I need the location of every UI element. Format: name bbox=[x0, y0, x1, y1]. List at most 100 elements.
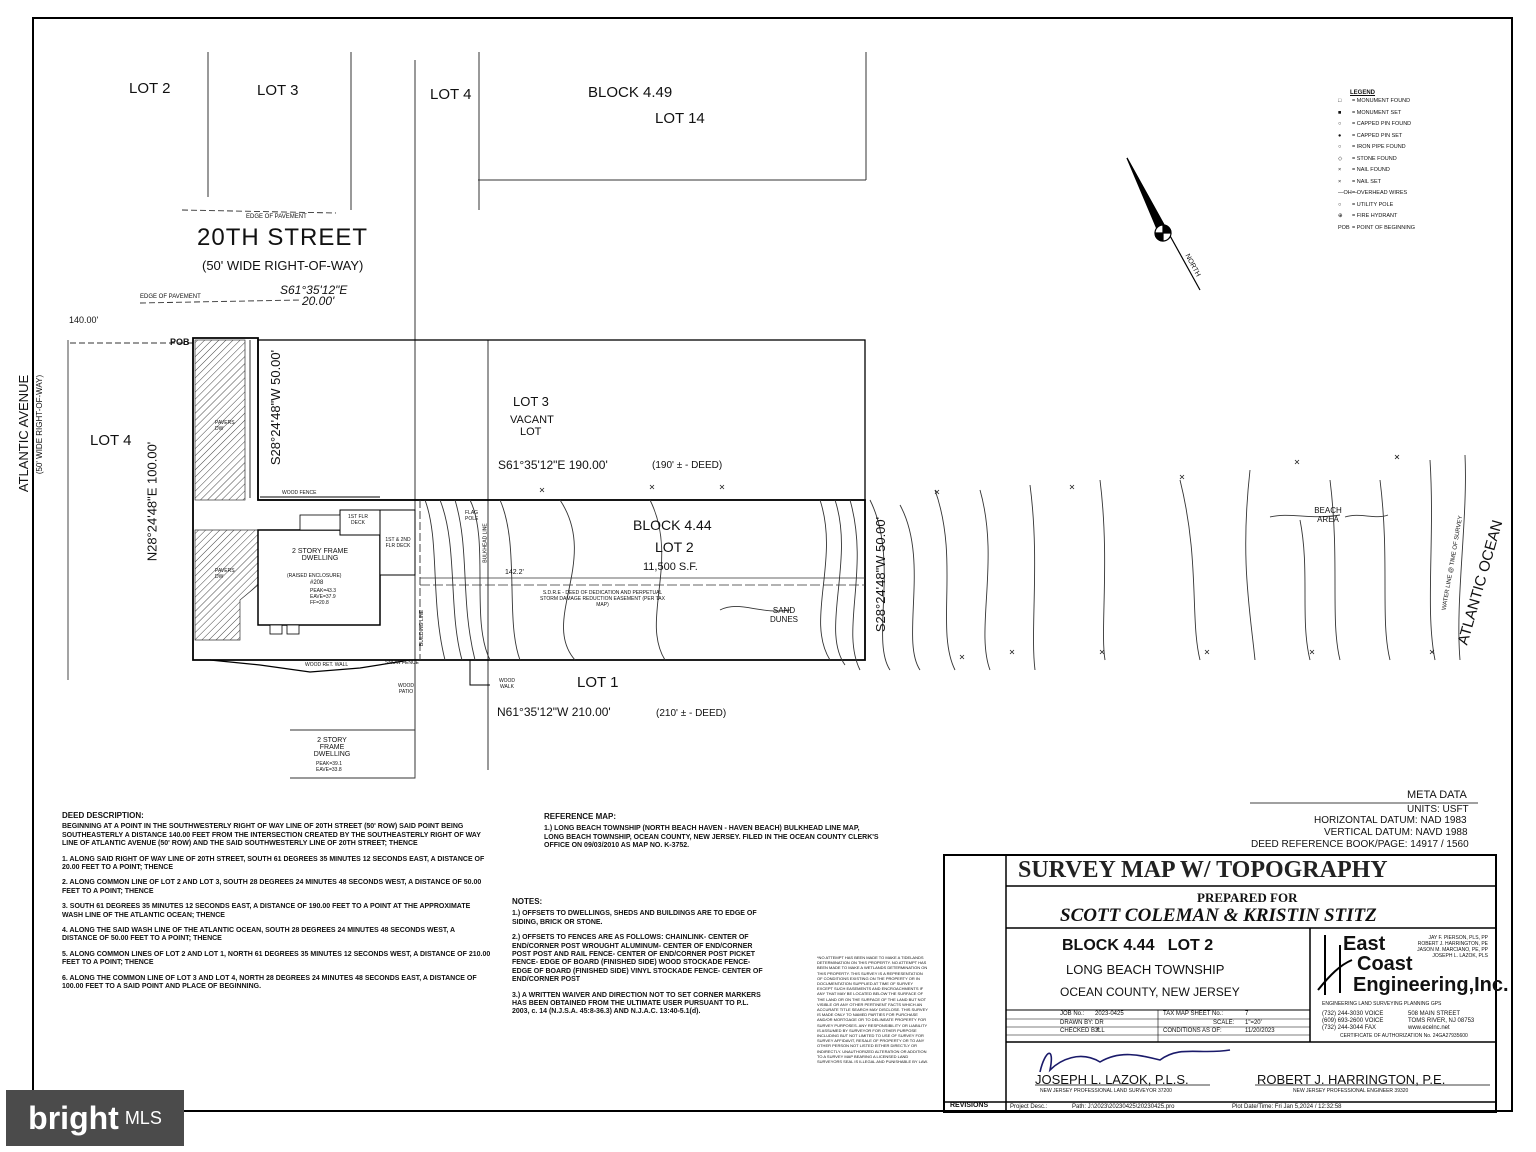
legend: LEGEND □= MONUMENT FOUND■= MONUMENT SET○… bbox=[1338, 90, 1415, 234]
atlantic-avenue-row-label: (50' WIDE RIGHT-OF-WAY) bbox=[35, 374, 45, 475]
block-444-label: BLOCK 4.44 bbox=[633, 517, 712, 533]
company-address-line: 508 MAIN STREET bbox=[1408, 1011, 1461, 1017]
stairs bbox=[299, 514, 341, 531]
company-person: JAY F. PIERSON, PLS, PP bbox=[1428, 935, 1488, 941]
company-services: ENGINEERING LAND SURVEYING PLANNING GPS bbox=[1322, 1001, 1442, 1007]
lot-4-left-label: LOT 4 bbox=[90, 432, 132, 449]
legend-symbol: ■ bbox=[1338, 109, 1342, 116]
legend-item: POB= POINT OF BEGINNING bbox=[1338, 223, 1415, 235]
title-block-title: SURVEY MAP W/ TOPOGRAPHY bbox=[1018, 857, 1388, 883]
legend-item: ×= NAIL FOUND bbox=[1338, 165, 1415, 177]
legend-item: ○ = IRON PIPE FOUND bbox=[1338, 142, 1415, 154]
conditions-label: CONDITIONS AS OF: bbox=[1163, 1028, 1222, 1034]
deck-upper bbox=[379, 509, 416, 576]
deed-paragraph: 4. ALONG THE SAID WASH LINE OF THE ATLAN… bbox=[62, 927, 455, 943]
south-dwelling-outline bbox=[290, 729, 416, 779]
job-no-value: 2023-0425 bbox=[1095, 1011, 1124, 1017]
title-block-frame bbox=[943, 854, 1497, 1113]
note-3: 3.) A WRITTEN WAIVER AND DIRECTION NOT T… bbox=[512, 991, 761, 1016]
township-label: LONG BEACH TOWNSHIP bbox=[1066, 962, 1225, 977]
deed-paragraph: 3. SOUTH 61 DEGREES 35 MINUTES 12 SECOND… bbox=[62, 903, 471, 919]
legend-text: = IRON PIPE FOUND bbox=[1352, 144, 1406, 150]
snow-fence-label: SNOW FENCE bbox=[385, 660, 419, 666]
ret-wall-tie bbox=[469, 660, 490, 686]
deed-paragraph: 5. ALONG COMMON LINES OF LOT 2 AND LOT 1… bbox=[62, 950, 491, 967]
legend-text: = POINT OF BEGINNING bbox=[1352, 224, 1416, 231]
east-short-bearing: S28°24'48"W 50.00' bbox=[268, 349, 284, 466]
surveyor-name: JOSEPH L. LAZOK, P.L.S. bbox=[1035, 1072, 1189, 1087]
disclaimer: *NO ATTEMPT HAS BEEN MADE TO MAKE A TIDE… bbox=[817, 955, 929, 1065]
note-2: 2.) OFFSETS TO FENCES ARE AS FOLLOWS: CH… bbox=[512, 934, 763, 984]
checked-value: JLL bbox=[1095, 1028, 1105, 1034]
company-cert: CERTIFICATE OF AUTHORIZATION No. 24GA279… bbox=[1340, 1033, 1468, 1039]
scale-label: SCALE: bbox=[1213, 1020, 1235, 1026]
north-arrow bbox=[1126, 157, 1201, 291]
checked-label: CHECKED BY: bbox=[1060, 1028, 1101, 1034]
company-address-line: TOMS RIVER, NJ 08753 bbox=[1408, 1018, 1475, 1024]
atlantic-avenue-label: ATLANTIC AVENUE bbox=[16, 374, 32, 493]
lot-3-mid-label: LOT 3 bbox=[513, 394, 549, 409]
legend-symbol: × bbox=[1338, 178, 1342, 185]
legend-item: ⊕= FIRE HYDRANT bbox=[1338, 211, 1415, 223]
engineer-license: NEW JERSEY PROFESSIONAL ENGINEER 39320 bbox=[1293, 1088, 1409, 1094]
sheet-label: TAX MAP SHEET No.: bbox=[1163, 1011, 1224, 1017]
reference-title: REFERENCE MAP: bbox=[544, 812, 617, 821]
dwelling-number: #208 bbox=[310, 580, 324, 586]
ac-unit-2 bbox=[286, 624, 300, 635]
ocean-bearing: S28°24'48"W 50.00' bbox=[873, 516, 889, 633]
company-phone: (609) 693-2600 VOICE bbox=[1322, 1018, 1384, 1024]
lot-14-label: LOT 14 bbox=[655, 110, 705, 127]
path-label: Path: J:\2023\20230425\20230425.pro bbox=[1072, 1104, 1175, 1110]
ret-wall bbox=[209, 659, 411, 673]
reference-map: REFERENCE MAP: 1.) LONG BEACH TOWNSHIP (… bbox=[544, 812, 879, 858]
notes: NOTES: 1.) OFFSETS TO DWELLINGS, SHEDS A… bbox=[512, 897, 767, 1024]
legend-item: ■= MONUMENT SET bbox=[1338, 108, 1415, 120]
legend-symbol: ◇ bbox=[1338, 155, 1343, 162]
legend-item: ○= CAPPED PIN FOUND bbox=[1338, 119, 1415, 131]
street-edges bbox=[70, 209, 337, 344]
lot-1-label: LOT 1 bbox=[577, 674, 619, 691]
north-bearing: S61°35'12"E bbox=[280, 283, 348, 297]
block-lot-label: BLOCK 4.44 LOT 2 bbox=[1062, 937, 1214, 954]
meta-units: UNITS: USFT bbox=[1407, 804, 1469, 815]
deed-title: DEED DESCRIPTION: bbox=[62, 811, 144, 820]
building-line-label: BUILDING LINE bbox=[419, 609, 426, 647]
legend-item: ×= NAIL SET bbox=[1338, 177, 1415, 189]
company-logo-mark bbox=[1317, 935, 1353, 995]
sheet-value: 7 bbox=[1245, 1011, 1249, 1017]
pavers-label-bottom: PAVERS DW bbox=[215, 568, 235, 580]
subject-lot-boundary bbox=[192, 337, 866, 661]
area-label: 11,500 S.F. bbox=[643, 561, 698, 573]
legend-title: LEGEND bbox=[1350, 90, 1376, 96]
legend-symbol: × bbox=[1338, 167, 1342, 173]
sand-dunes-label: SAND DUNES bbox=[769, 606, 798, 624]
deck-second-label: 1ST & 2ND FLR DECK bbox=[385, 537, 411, 549]
flag-pole-label: FLAG POLE bbox=[465, 510, 479, 522]
drawn-value: DR bbox=[1095, 1020, 1104, 1026]
spot-elevations bbox=[539, 454, 1435, 660]
signature-mark bbox=[1039, 1049, 1231, 1073]
legend-symbol: ○ bbox=[1338, 144, 1342, 150]
legend-items: □= MONUMENT FOUND■= MONUMENT SET○= CAPPE… bbox=[1338, 96, 1415, 234]
scale-value: 1"=20' bbox=[1245, 1020, 1262, 1026]
meta-title: META DATA bbox=[1407, 789, 1467, 801]
legend-text: = CAPPED PIN SET bbox=[1352, 132, 1403, 139]
edge-of-pavement-label-2: EDGE OF PAVEMENT bbox=[140, 294, 201, 300]
company-coast: Coast bbox=[1357, 953, 1413, 975]
south-deed: (210' ± - DEED) bbox=[656, 708, 727, 719]
project-desc: Project Desc.: bbox=[1010, 1104, 1048, 1110]
block-449-label: BLOCK 4.49 bbox=[588, 84, 673, 101]
company-engineering: Engineering,Inc. bbox=[1353, 974, 1509, 996]
mid-bearing: S61°35'12"E 190.00' bbox=[498, 458, 608, 472]
lot-2-top-label: LOT 2 bbox=[129, 80, 171, 97]
wood-patio-label: WOOD PATIO bbox=[397, 683, 415, 695]
surveyor-license: NEW JERSEY PROFESSIONAL LAND SURVEYOR 37… bbox=[1040, 1088, 1172, 1094]
pavers-area-top bbox=[194, 339, 246, 501]
company-person: JASON M. MARCIANO, PE, PP bbox=[1417, 947, 1488, 953]
deed-paragraph: BEGINNING AT A POINT IN THE SOUTHWESTERL… bbox=[62, 823, 481, 848]
drawn-label: DRAWN BY: bbox=[1060, 1020, 1094, 1026]
client-name: SCOTT COLEMAN & KRISTIN STITZ bbox=[1060, 905, 1377, 926]
dwelling-elevations: PEAK=43.3 EAVE=37.9 FF=20.8 bbox=[310, 588, 336, 606]
